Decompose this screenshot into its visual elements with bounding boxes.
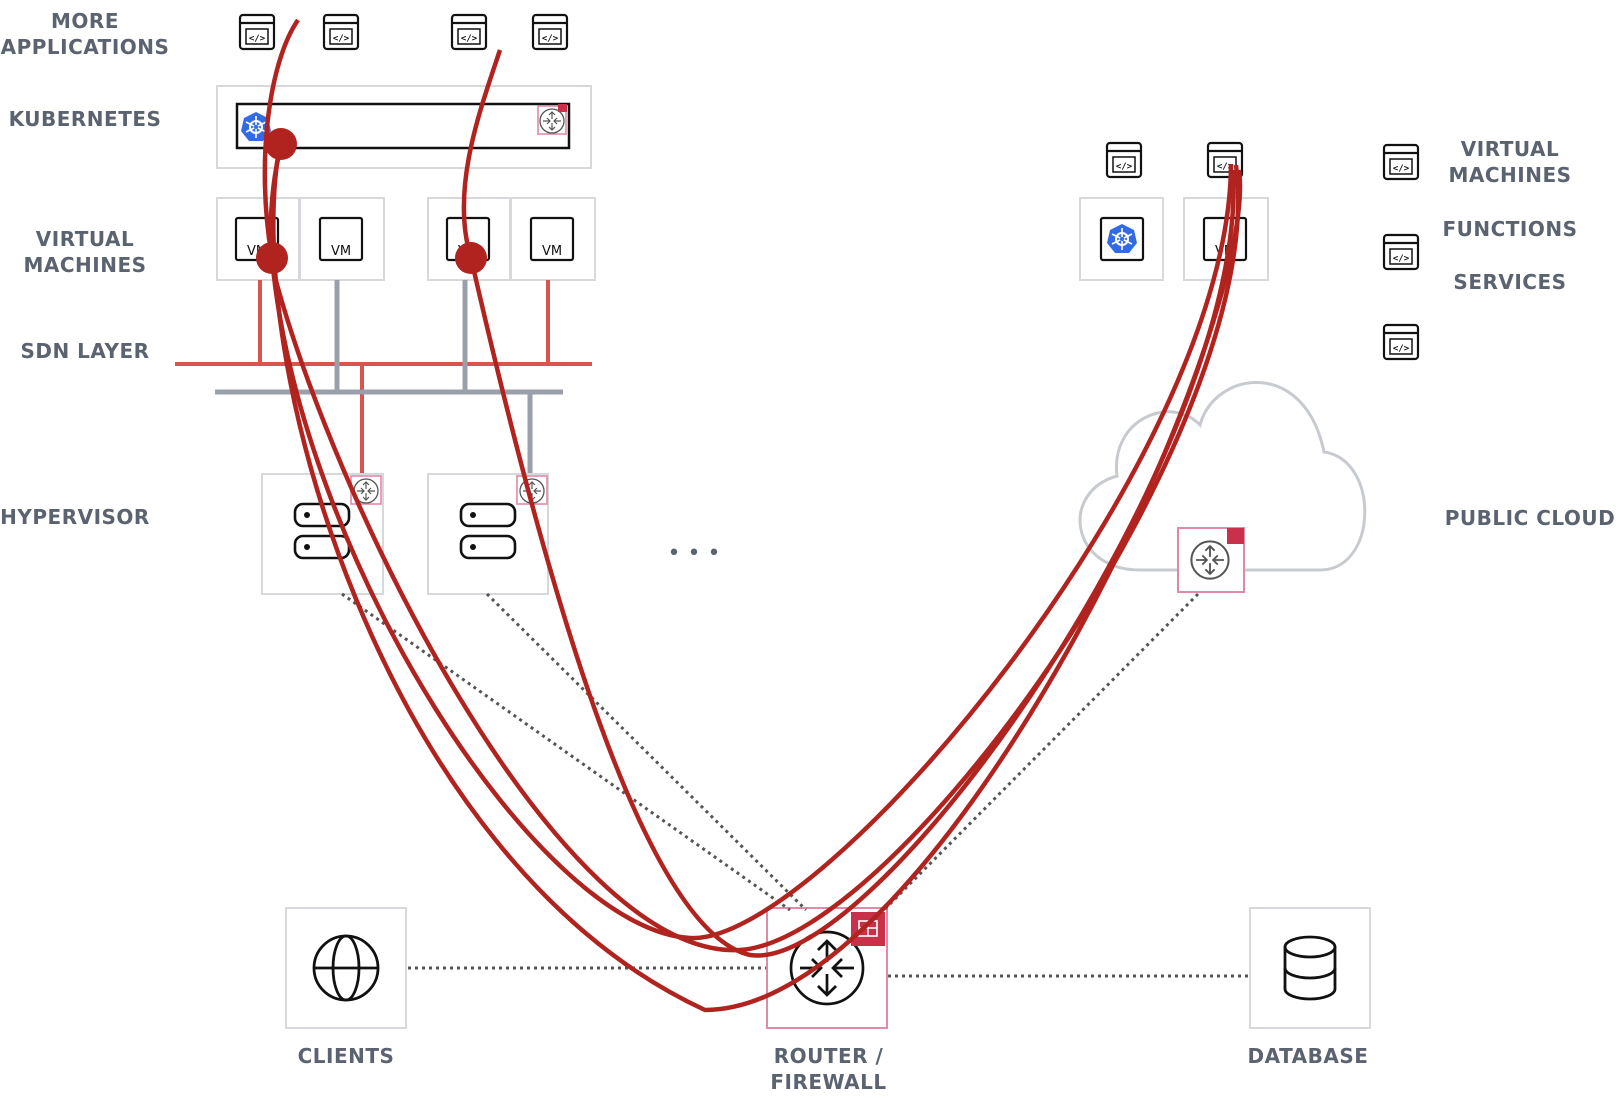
firewall-icon <box>851 912 885 946</box>
label-database: DATABASE <box>1247 1044 1369 1068</box>
database-icon <box>1283 935 1337 1001</box>
label-clients: CLIENTS <box>297 1044 395 1068</box>
app-icon-5 <box>1105 141 1143 179</box>
label-virtual-machines-left: VIRTUAL MACHINES <box>23 227 147 277</box>
router-icon <box>1190 540 1230 580</box>
firewall-icon <box>558 104 567 112</box>
label-sdn-layer: SDN LAYER <box>20 339 150 363</box>
label-hypervisor: HYPERVISOR <box>0 505 150 529</box>
label-public-cloud: PUBLIC CLOUD <box>1444 506 1616 530</box>
dotted-links <box>341 592 1250 978</box>
app-icon-3 <box>450 13 488 51</box>
trace-node-vm-1 <box>256 242 288 274</box>
firewall-icon <box>1227 528 1244 544</box>
label-kubernetes: KUBERNETES <box>8 107 162 131</box>
app-icon-services <box>1382 323 1420 361</box>
app-icon-vms <box>1382 143 1420 181</box>
label-services: SERVICES <box>1453 270 1567 294</box>
app-icon-functions <box>1382 233 1420 271</box>
sdn-layer <box>175 280 592 478</box>
database-box <box>1249 907 1371 1029</box>
app-icon-4 <box>531 13 569 51</box>
globe-icon <box>312 934 380 1002</box>
vm-icon-2 <box>318 216 364 262</box>
label-functions: FUNCTIONS <box>1442 217 1578 241</box>
ellipsis: • • • <box>668 541 721 566</box>
cloud-icon <box>1078 381 1367 572</box>
router-icon <box>539 108 565 134</box>
app-icon-1 <box>238 13 276 51</box>
trace-node-kubernetes <box>265 128 297 160</box>
label-virtual-machines-right: VIRTUAL MACHINES <box>1448 137 1572 187</box>
label-router-firewall: ROUTER / FIREWALL <box>770 1044 887 1094</box>
app-icon-2 <box>322 13 360 51</box>
label-more-applications: MORE APPLICATIONS <box>0 9 170 59</box>
router-icon <box>789 930 865 1006</box>
trace-node-vm-3 <box>455 242 487 274</box>
vm-icon-4 <box>529 216 575 262</box>
